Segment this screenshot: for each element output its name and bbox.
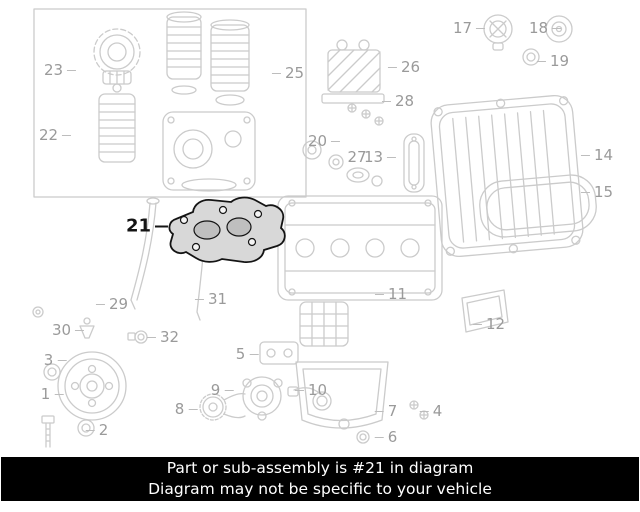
- part-oil-filter-cap: [93, 28, 141, 85]
- part-number: 10: [307, 381, 328, 399]
- part-baffle-plate: [259, 341, 299, 365]
- part-label-22: 22: [39, 126, 71, 144]
- part-seal-gasket-cluster: [302, 140, 383, 187]
- banner-line2: Diagram may not be specific to your vehi…: [148, 480, 492, 498]
- part-number: 5: [235, 345, 246, 363]
- part-label-30: 30: [52, 321, 84, 339]
- part-label-21: 21: [126, 216, 168, 237]
- part-label-7: 7: [375, 402, 398, 420]
- part-drain-plug: [356, 430, 370, 444]
- part-stud-bolt: [41, 415, 55, 448]
- filter-subassembly-box: [33, 8, 307, 198]
- part-crank-pulley: [57, 351, 127, 421]
- part-upper-oil-pan: [277, 195, 443, 301]
- part-label-28: 28: [382, 92, 414, 110]
- part-number: 17: [452, 19, 473, 37]
- part-number: 28: [394, 92, 415, 110]
- banner-line1: Part or sub-assembly is #21 in diagram: [166, 459, 474, 477]
- part-number: 21: [125, 215, 152, 237]
- part-number: 11: [387, 285, 408, 303]
- part-label-8: 8: [175, 400, 198, 418]
- part-number: 31: [207, 290, 228, 308]
- part-label-4: 4: [420, 402, 443, 420]
- part-label-27: 27: [347, 148, 366, 166]
- part-label-31: 31: [195, 290, 227, 308]
- part-number: 4: [432, 402, 443, 420]
- part-cooler-bolts: [347, 103, 384, 126]
- part-label-11: 11: [375, 285, 407, 303]
- part-oil-pump: [242, 376, 283, 421]
- part-number: 7: [387, 402, 398, 420]
- highlight-banner: Part or sub-assembly is #21 in diagram D…: [1, 457, 639, 501]
- part-label-32: 32: [147, 328, 179, 346]
- part-valve-cover: [430, 94, 584, 258]
- part-number: 13: [363, 148, 384, 166]
- part-number: 29: [108, 295, 129, 313]
- part-oil-filter-element: [98, 83, 136, 163]
- part-label-19: 19: [537, 52, 569, 70]
- part-label-10: 10: [295, 381, 327, 399]
- part-number: 27: [347, 148, 367, 166]
- part-number: 32: [159, 328, 180, 346]
- part-number: 2: [98, 421, 109, 439]
- part-number: 14: [593, 146, 614, 164]
- part-number: 6: [387, 428, 398, 446]
- part-label-17: 17: [453, 19, 485, 37]
- part-number: 9: [210, 381, 221, 399]
- part-baffle-grid: [299, 301, 349, 347]
- part-number: 18: [528, 19, 549, 37]
- part-label-9: 9: [211, 381, 234, 399]
- part-label-15: 15: [581, 183, 613, 201]
- part-filter-housing-assembly: [162, 11, 256, 192]
- part-label-1: 1: [41, 385, 64, 403]
- part-label-13: 13: [364, 148, 396, 166]
- part-label-3: 3: [44, 351, 67, 369]
- part-label-2: 2: [86, 421, 109, 439]
- part-chain-cover-gasket: [403, 133, 425, 193]
- part-number: 3: [43, 351, 54, 369]
- part-number: 26: [400, 58, 421, 76]
- part-number: 19: [549, 52, 570, 70]
- part-small-ring: [32, 306, 44, 318]
- part-dipstick-tube: [130, 197, 160, 310]
- part-label-26: 26: [388, 58, 420, 76]
- part-label-29: 29: [96, 295, 128, 313]
- part-number: 15: [593, 183, 614, 201]
- part-number: 8: [174, 400, 185, 418]
- part-label-25: 25: [272, 64, 304, 82]
- part-label-23: 23: [44, 61, 76, 79]
- part-number: 12: [485, 315, 506, 333]
- part-number: 22: [38, 126, 59, 144]
- part-number: 1: [40, 385, 51, 403]
- part-label-18: 18: [529, 19, 561, 37]
- part-label-20: 20: [308, 132, 340, 150]
- part-label-14: 14: [581, 146, 613, 164]
- part-label-6: 6: [375, 428, 398, 446]
- part-number: 23: [43, 61, 64, 79]
- part-label-5: 5: [236, 345, 259, 363]
- part-label-12: 12: [473, 315, 505, 333]
- part-number: 25: [284, 64, 305, 82]
- part-21-highlighted-gasket: [168, 196, 286, 263]
- part-number: 30: [51, 321, 72, 339]
- part-number: 20: [307, 132, 328, 150]
